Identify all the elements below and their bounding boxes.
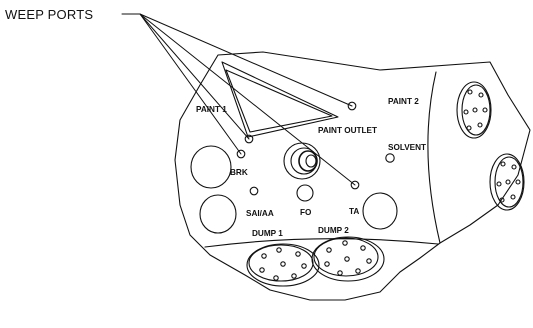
large-port-right — [362, 192, 398, 230]
weep-ports-leaders — [121, 13, 356, 186]
weep-ports-callout: WEEP PORTS — [5, 7, 93, 22]
weep-port-sai — [249, 186, 259, 196]
label-paint1: PAINT 1 — [196, 105, 227, 114]
paint-outlet-fitting — [283, 142, 321, 180]
label-sai-aa: SAI/AA — [246, 209, 274, 218]
label-solvent: SOLVENT — [388, 143, 426, 152]
label-ta: TA — [349, 207, 359, 216]
weep-port-brk — [236, 149, 246, 159]
label-dump2: DUMP 2 — [318, 226, 349, 235]
large-port-left-upper — [190, 145, 232, 189]
paint-recess-outline — [221, 61, 339, 138]
fo-port — [296, 184, 314, 202]
side-face-edge — [427, 71, 441, 244]
label-paint2: PAINT 2 — [388, 97, 419, 106]
dump1-flange — [246, 243, 320, 287]
label-brk: BRK — [230, 168, 248, 177]
weep-port-paint1 — [244, 134, 254, 144]
side-flange-upper — [456, 81, 492, 139]
label-fo: FO — [300, 208, 312, 217]
dump2-flange — [311, 236, 385, 282]
weep-port-ta — [350, 180, 360, 190]
label-paint-outlet: PAINT OUTLET — [318, 126, 377, 135]
solvent-port — [385, 153, 395, 163]
side-flange-lower — [489, 153, 525, 211]
label-dump1: DUMP 1 — [252, 229, 283, 238]
bottom-face-edge — [204, 238, 439, 248]
manifold-body-outline — [174, 51, 531, 301]
paint-recess-inner — [225, 69, 333, 133]
large-port-left-lower — [199, 194, 237, 234]
weep-port-paint2 — [347, 101, 357, 111]
